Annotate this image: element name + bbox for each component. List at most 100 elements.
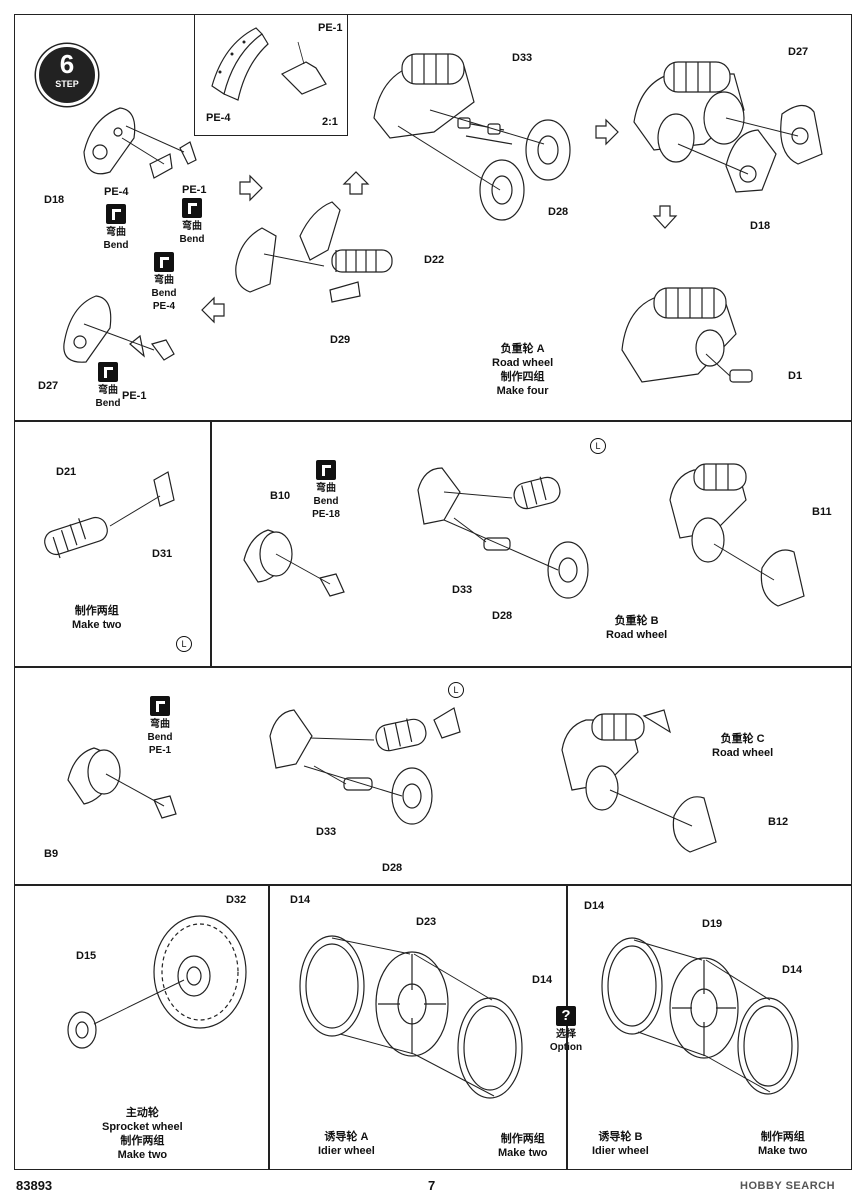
row2-left-panel (14, 420, 212, 668)
row3-drawing (67, 707, 717, 853)
bend-zh: 弯曲 (316, 483, 336, 494)
bend-symbol-pe4: 弯曲 Bend (96, 204, 136, 252)
idler-b-en: Idier wheel (592, 1145, 649, 1157)
bend-zh: 弯曲 (106, 227, 126, 238)
detail-scale: 2:1 (322, 116, 338, 128)
make-two-zh: 制作两组 (74, 605, 119, 617)
part-d28-row3: D28 (382, 862, 403, 874)
step-badge: 6 STEP (36, 44, 98, 106)
idler-b-caption: 诱导轮 B Idier wheel (592, 1130, 649, 1158)
bend-symbol-pe1-lower: 弯曲 Bend (88, 362, 128, 410)
bend-zh: 弯曲 (154, 275, 174, 286)
detail-label-pe1: PE-1 (318, 22, 343, 34)
idler-b-make-zh: 制作两组 (760, 1131, 805, 1143)
part-d28-row2: D28 (492, 610, 513, 622)
sprocket-caption: 主动轮 Sprocket wheel 制作两组 Make two (102, 1106, 183, 1162)
l-marker-row2-right: L (590, 438, 606, 454)
bend-zh: 弯曲 (150, 719, 170, 730)
caption-zh: 负重轮 A (500, 343, 545, 355)
part-d14-b-left: D14 (584, 900, 605, 912)
bend-symbol-pe4-lower: 弯曲 Bend PE-4 (144, 252, 184, 313)
bend-icon (98, 362, 118, 382)
bend-en: Bend (95, 398, 121, 409)
sprocket-zh: 主动轮 (125, 1107, 159, 1119)
part-pe4-left: PE-4 (104, 186, 129, 198)
part-d23: D23 (416, 916, 437, 928)
part-pe1-left: PE-1 (182, 184, 207, 196)
idler-a-zh: 诱导轮 A (324, 1131, 369, 1143)
make-two-en: Make two (72, 619, 122, 631)
option-symbol: ? 选择 Option (544, 1006, 588, 1054)
row2-drawing (44, 463, 805, 607)
part-d18-right: D18 (750, 220, 771, 232)
idler-a-en: Idier wheel (318, 1145, 375, 1157)
part-d1: D1 (788, 370, 803, 382)
part-b11: B11 (812, 506, 832, 518)
part-d27-left: D27 (38, 380, 59, 392)
part-d14-a-right: D14 (532, 974, 553, 986)
sprocket-panel (14, 884, 270, 1170)
idler-a-make-zh: 制作两组 (500, 1133, 545, 1145)
caption-zh: 负重轮 C (720, 733, 765, 745)
part-d33: D33 (512, 52, 533, 64)
kit-code: 83893 (16, 1178, 53, 1193)
part-d32: D32 (226, 894, 247, 906)
bend-en: Bend (313, 496, 339, 507)
bend-part: PE-1 (148, 745, 172, 756)
part-d33-row2: D33 (452, 584, 473, 596)
option-en: Option (549, 1042, 583, 1053)
road-wheel-a-assembly-drawing (63, 53, 823, 383)
part-d27-top: D27 (788, 46, 809, 58)
bend-part: PE-4 (152, 301, 176, 312)
bend-icon (150, 696, 170, 716)
caption-make-zh: 制作四组 (500, 371, 545, 383)
watermark: HOBBY SEARCH (740, 1180, 836, 1192)
step6-panel (14, 14, 852, 422)
bend-icon (316, 460, 336, 480)
part-d21: D21 (56, 466, 77, 478)
road-wheel-a-caption: 负重轮 A Road wheel 制作四组 Make four (492, 342, 553, 398)
option-zh: 选择 (556, 1029, 576, 1040)
bend-symbol-pe1: 弯曲 Bend (172, 198, 212, 246)
caption-make-en: Make four (496, 385, 549, 397)
idler-a-panel (268, 884, 568, 1170)
bend-part: PE-18 (312, 509, 340, 520)
step-word: STEP (55, 79, 79, 89)
idler-a-caption: 诱导轮 A Idier wheel (318, 1130, 375, 1158)
sprocket-en: Sprocket wheel (102, 1121, 183, 1133)
bend-symbol-pe18: 弯曲 Bend PE-18 (306, 460, 346, 521)
row2-make-two: 制作两组 Make two (72, 604, 122, 632)
page-number: 7 (428, 1178, 436, 1193)
bend-en: Bend (103, 240, 129, 251)
part-d18-left: D18 (44, 194, 65, 206)
bend-icon (182, 198, 202, 218)
idler-a-make: 制作两组 Make two (498, 1132, 548, 1160)
idler-b-make-en: Make two (758, 1145, 808, 1157)
idler-b-zh: 诱导轮 B (598, 1131, 643, 1143)
idler-b-panel (566, 884, 852, 1170)
caption-en: Road wheel (492, 357, 554, 369)
bend-en: Bend (151, 288, 177, 299)
step-number: 6 (59, 49, 75, 79)
sprocket-make-en: Make two (117, 1149, 168, 1161)
row2-right-panel (210, 420, 852, 668)
l-marker-row3: L (448, 682, 464, 698)
caption-en: Road wheel (606, 629, 668, 641)
bend-zh: 弯曲 (182, 221, 202, 232)
row4-drawing (67, 915, 799, 1099)
l-marker-row2-left: L (176, 636, 192, 652)
part-b9: B9 (44, 848, 59, 860)
bend-icon (154, 252, 174, 272)
part-d19: D19 (702, 918, 723, 930)
part-d14-a-left: D14 (290, 894, 311, 906)
road-wheel-b-caption: 负重轮 B Road wheel (606, 614, 667, 642)
detail-label-pe4: PE-4 (206, 112, 231, 124)
part-d15: D15 (76, 950, 97, 962)
idler-a-make-en: Make two (498, 1147, 548, 1159)
bend-en: Bend (179, 234, 205, 245)
part-b10: B10 (270, 490, 291, 502)
caption-en: Road wheel (712, 747, 774, 759)
bend-icon (106, 204, 126, 224)
row3-panel (14, 666, 852, 886)
part-d22: D22 (424, 254, 445, 266)
